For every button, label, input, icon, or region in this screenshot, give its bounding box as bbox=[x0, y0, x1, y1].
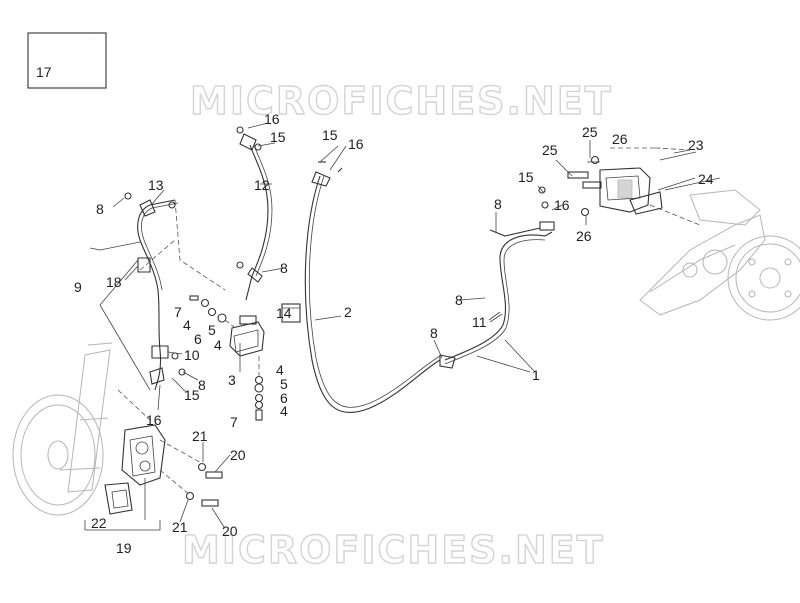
screw-7-upper bbox=[189, 295, 199, 301]
grommet-6-upper bbox=[217, 313, 227, 323]
callout-4-b: 4 bbox=[214, 337, 222, 353]
callout-8-e: 8 bbox=[455, 292, 463, 308]
inset-callout-17: 17 bbox=[36, 64, 52, 80]
callout-6-a: 6 bbox=[194, 331, 202, 347]
callout-25-b: 25 bbox=[542, 142, 558, 158]
callout-25-a: 25 bbox=[582, 124, 598, 140]
clip-18 bbox=[137, 257, 151, 273]
abs-modulator bbox=[189, 295, 301, 421]
washer-5-lower bbox=[254, 375, 264, 385]
callout-8-f: 8 bbox=[430, 325, 438, 341]
callout-23: 23 bbox=[688, 137, 704, 153]
fitting-10 bbox=[151, 345, 169, 359]
callout-7-b: 7 bbox=[230, 414, 238, 430]
callout-8-d: 8 bbox=[494, 196, 502, 212]
banjo-bolt-15-rear bbox=[541, 201, 549, 209]
front-brake-pads bbox=[104, 482, 133, 515]
callout-12: 12 bbox=[254, 177, 270, 193]
callout-2: 2 bbox=[344, 304, 352, 320]
brake-hose-12 bbox=[245, 144, 269, 301]
upper-fitting-2 bbox=[311, 171, 331, 187]
callout-22: 22 bbox=[91, 515, 107, 531]
brake-line-1 bbox=[439, 186, 555, 373]
brake-line-12 bbox=[236, 126, 273, 301]
callout-20-b: 20 bbox=[222, 523, 238, 539]
callout-16-c: 16 bbox=[146, 412, 162, 428]
rear-brake-pads bbox=[629, 191, 663, 215]
callout-20-a: 20 bbox=[230, 447, 246, 463]
grommet-6-lower bbox=[254, 383, 264, 393]
washer-21-lower bbox=[185, 491, 195, 501]
callout-4-a: 4 bbox=[183, 317, 191, 333]
bolt-20-upper bbox=[205, 471, 223, 479]
callout-16-d: 16 bbox=[554, 197, 570, 213]
callout-4-c: 4 bbox=[276, 362, 284, 378]
callout-8-c: 8 bbox=[198, 377, 206, 393]
rear-caliper-bolt-2 bbox=[582, 181, 602, 189]
hose-12-upper-fitting bbox=[239, 133, 257, 151]
front-brake-caliper bbox=[84, 389, 223, 531]
callout-5-b: 5 bbox=[280, 376, 288, 392]
rear-brake-caliper bbox=[567, 147, 721, 226]
bracket-14 bbox=[281, 303, 301, 323]
callout-7-a: 7 bbox=[174, 304, 182, 320]
callout-21-b: 21 bbox=[172, 519, 188, 535]
callout-10: 10 bbox=[184, 347, 200, 363]
callout-11: 11 bbox=[472, 314, 487, 330]
callout-13: 13 bbox=[148, 177, 164, 193]
callout-24: 24 bbox=[698, 171, 714, 187]
callout-16-b: 16 bbox=[348, 136, 364, 152]
rear-banjo-fitting bbox=[539, 221, 555, 231]
callout-14: 14 bbox=[276, 305, 292, 321]
callout-4-d: 4 bbox=[280, 403, 288, 419]
callout-15-a: 15 bbox=[270, 129, 286, 145]
callout-8-b: 8 bbox=[280, 260, 288, 276]
callout-21-a: 21 bbox=[192, 428, 208, 444]
callout-15-b: 15 bbox=[322, 127, 338, 143]
rear-caliper-bolt-1 bbox=[567, 171, 589, 179]
fitting-13 bbox=[139, 199, 156, 217]
bolt-20-lower bbox=[201, 499, 219, 507]
callout-18: 18 bbox=[106, 274, 122, 290]
callout-26-b: 26 bbox=[576, 228, 592, 244]
callout-3: 3 bbox=[228, 372, 236, 388]
abs-modulator-body bbox=[229, 321, 265, 357]
callout-1: 1 bbox=[532, 367, 540, 383]
rear-wheel-assembly bbox=[639, 189, 800, 321]
watermark-bottom: MICROFICHES.NET bbox=[182, 528, 605, 572]
callout-9: 9 bbox=[74, 279, 82, 295]
junction-fitting bbox=[439, 354, 456, 369]
brake-hose-2 bbox=[304, 175, 441, 414]
front-caliper-body bbox=[121, 424, 166, 486]
front-brake-line bbox=[89, 192, 226, 391]
front-fork-assembly bbox=[12, 342, 113, 516]
inset-part-17: 17 bbox=[27, 32, 107, 89]
rear-caliper-body bbox=[599, 167, 651, 213]
brake-hose-1 bbox=[444, 231, 553, 361]
callout-6-b: 6 bbox=[280, 390, 288, 406]
leader-lines bbox=[112, 122, 697, 528]
washer-26-lower bbox=[580, 207, 590, 217]
callout-15-d: 15 bbox=[518, 169, 534, 185]
callout-26-a: 26 bbox=[612, 131, 628, 147]
brake-hose-9 bbox=[137, 199, 176, 391]
inset-frame bbox=[27, 32, 107, 89]
callout-19: 19 bbox=[116, 540, 132, 556]
brake-line-2 bbox=[304, 161, 441, 414]
callout-5-a: 5 bbox=[208, 322, 216, 338]
callout-15-c: 15 bbox=[184, 387, 200, 403]
screw-7-lower bbox=[255, 409, 263, 421]
washer-5-upper bbox=[200, 298, 210, 308]
callout-8-a: 8 bbox=[96, 201, 104, 217]
watermark-top: MICROFICHES.NET bbox=[190, 79, 613, 123]
callout-labels: 1 2 3 4 4 4 4 5 5 6 6 7 7 8 8 8 8 8 8 9 … bbox=[74, 111, 714, 556]
callout-16-a: 16 bbox=[264, 111, 280, 127]
washer-26-upper bbox=[590, 155, 600, 165]
